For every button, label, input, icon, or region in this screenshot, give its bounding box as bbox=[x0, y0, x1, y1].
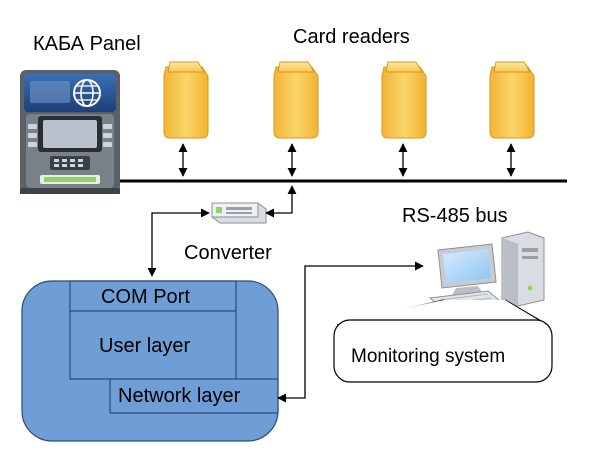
network-monitoring-connector bbox=[277, 261, 424, 403]
software-block bbox=[21, 280, 279, 442]
bus-label: RS-485 bus bbox=[402, 205, 508, 227]
com-port-label: COM Port bbox=[101, 286, 190, 308]
card-reader-icon bbox=[163, 61, 209, 139]
network-layer bbox=[109, 378, 279, 414]
panel-title: КАБА Panel bbox=[33, 33, 141, 55]
com-port-layer bbox=[69, 280, 237, 312]
network-layer-label: Network layer bbox=[118, 385, 241, 407]
converter-bus-connector bbox=[265, 185, 297, 218]
converter-icon bbox=[211, 202, 267, 224]
card-reader-icon bbox=[489, 61, 535, 139]
card-readers-title: Card readers bbox=[293, 26, 410, 48]
user-layer-label: User layer bbox=[99, 335, 190, 357]
computer-icon bbox=[428, 231, 545, 310]
card-reader-icon bbox=[273, 61, 319, 139]
card-reader-icon bbox=[381, 61, 427, 139]
monitoring-callout bbox=[333, 319, 553, 383]
converter-label: Converter bbox=[184, 242, 272, 264]
kaba-panel-icon bbox=[20, 70, 120, 194]
converter-com-connector bbox=[147, 208, 210, 277]
monitoring-label: Monitoring system bbox=[351, 346, 505, 367]
user-layer bbox=[69, 310, 237, 380]
